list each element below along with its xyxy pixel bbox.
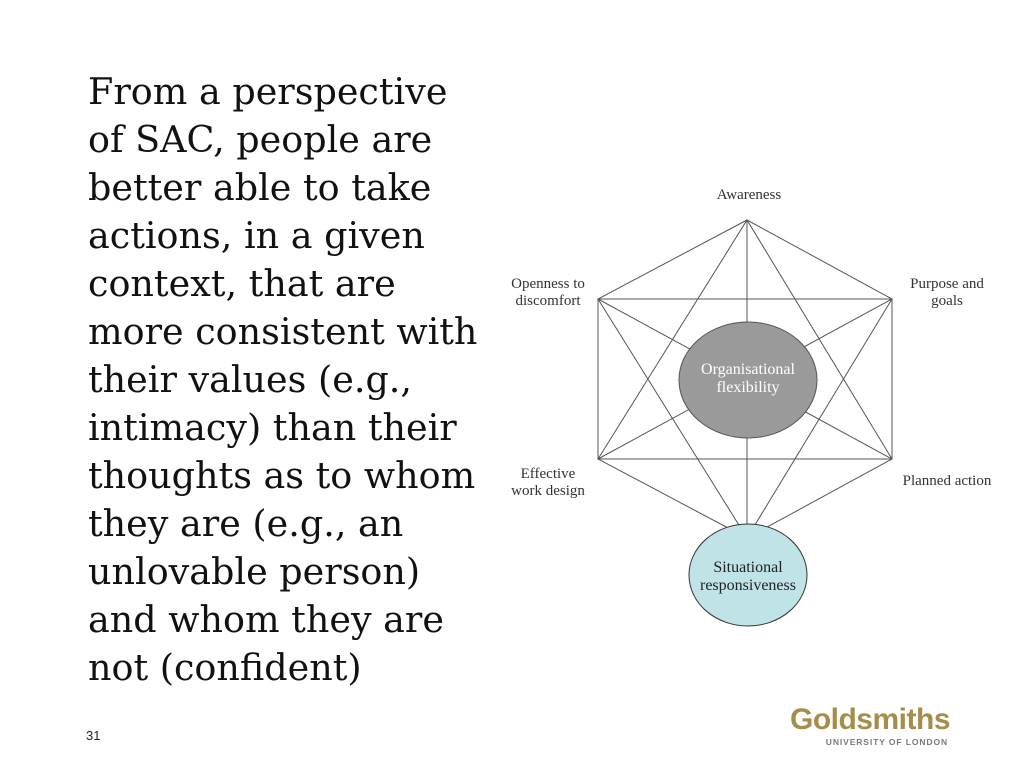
body-line: thoughts as to whom [88,454,476,497]
logo-wordmark: Goldsmiths [789,703,951,736]
body-line: unlovable person) [88,550,421,593]
effective-label-line: work design [511,483,585,499]
purpose-label-line: goals [931,293,963,309]
body-line: of SAC, people are [88,118,433,161]
openness-label-line: discomfort [516,293,582,309]
body-line: actions, in a given [88,214,425,257]
purpose-label-line: Purpose and [910,276,984,292]
sac-hexagram-diagram: Organisational flexibility Situational r… [511,187,992,627]
effective-label-line: Effective [521,466,576,482]
body-line: intimacy) than their [88,406,457,449]
situational-ellipse [688,523,808,627]
center-label-line: Organisational [701,361,795,378]
body-line: context, that are [88,262,396,305]
body-line: not (confident) [88,646,362,689]
goldsmiths-logo: Goldsmiths UNIVERSITY OF LONDON [782,704,952,750]
logo-subtitle: UNIVERSITY OF LONDON [825,737,948,747]
openness-label-line: Openness to [511,276,585,292]
body-text: From a perspective of SAC, people are be… [88,68,498,692]
awareness-label: Awareness [717,187,782,203]
planned-action-label: Planned action [903,473,992,489]
body-line: and whom they are [88,598,444,641]
center-ellipse [678,321,818,439]
body-line: they are (e.g., an [88,502,404,545]
body-line: better able to take [88,166,432,209]
page-number: 31 [86,728,101,743]
body-line: more consistent with [88,310,478,353]
body-line: From a perspective [88,70,448,113]
situational-label-line: responsiveness [700,577,796,594]
center-label-line: flexibility [716,379,779,396]
situational-label-line: Situational [713,559,783,576]
body-line: their values (e.g., [88,358,413,401]
